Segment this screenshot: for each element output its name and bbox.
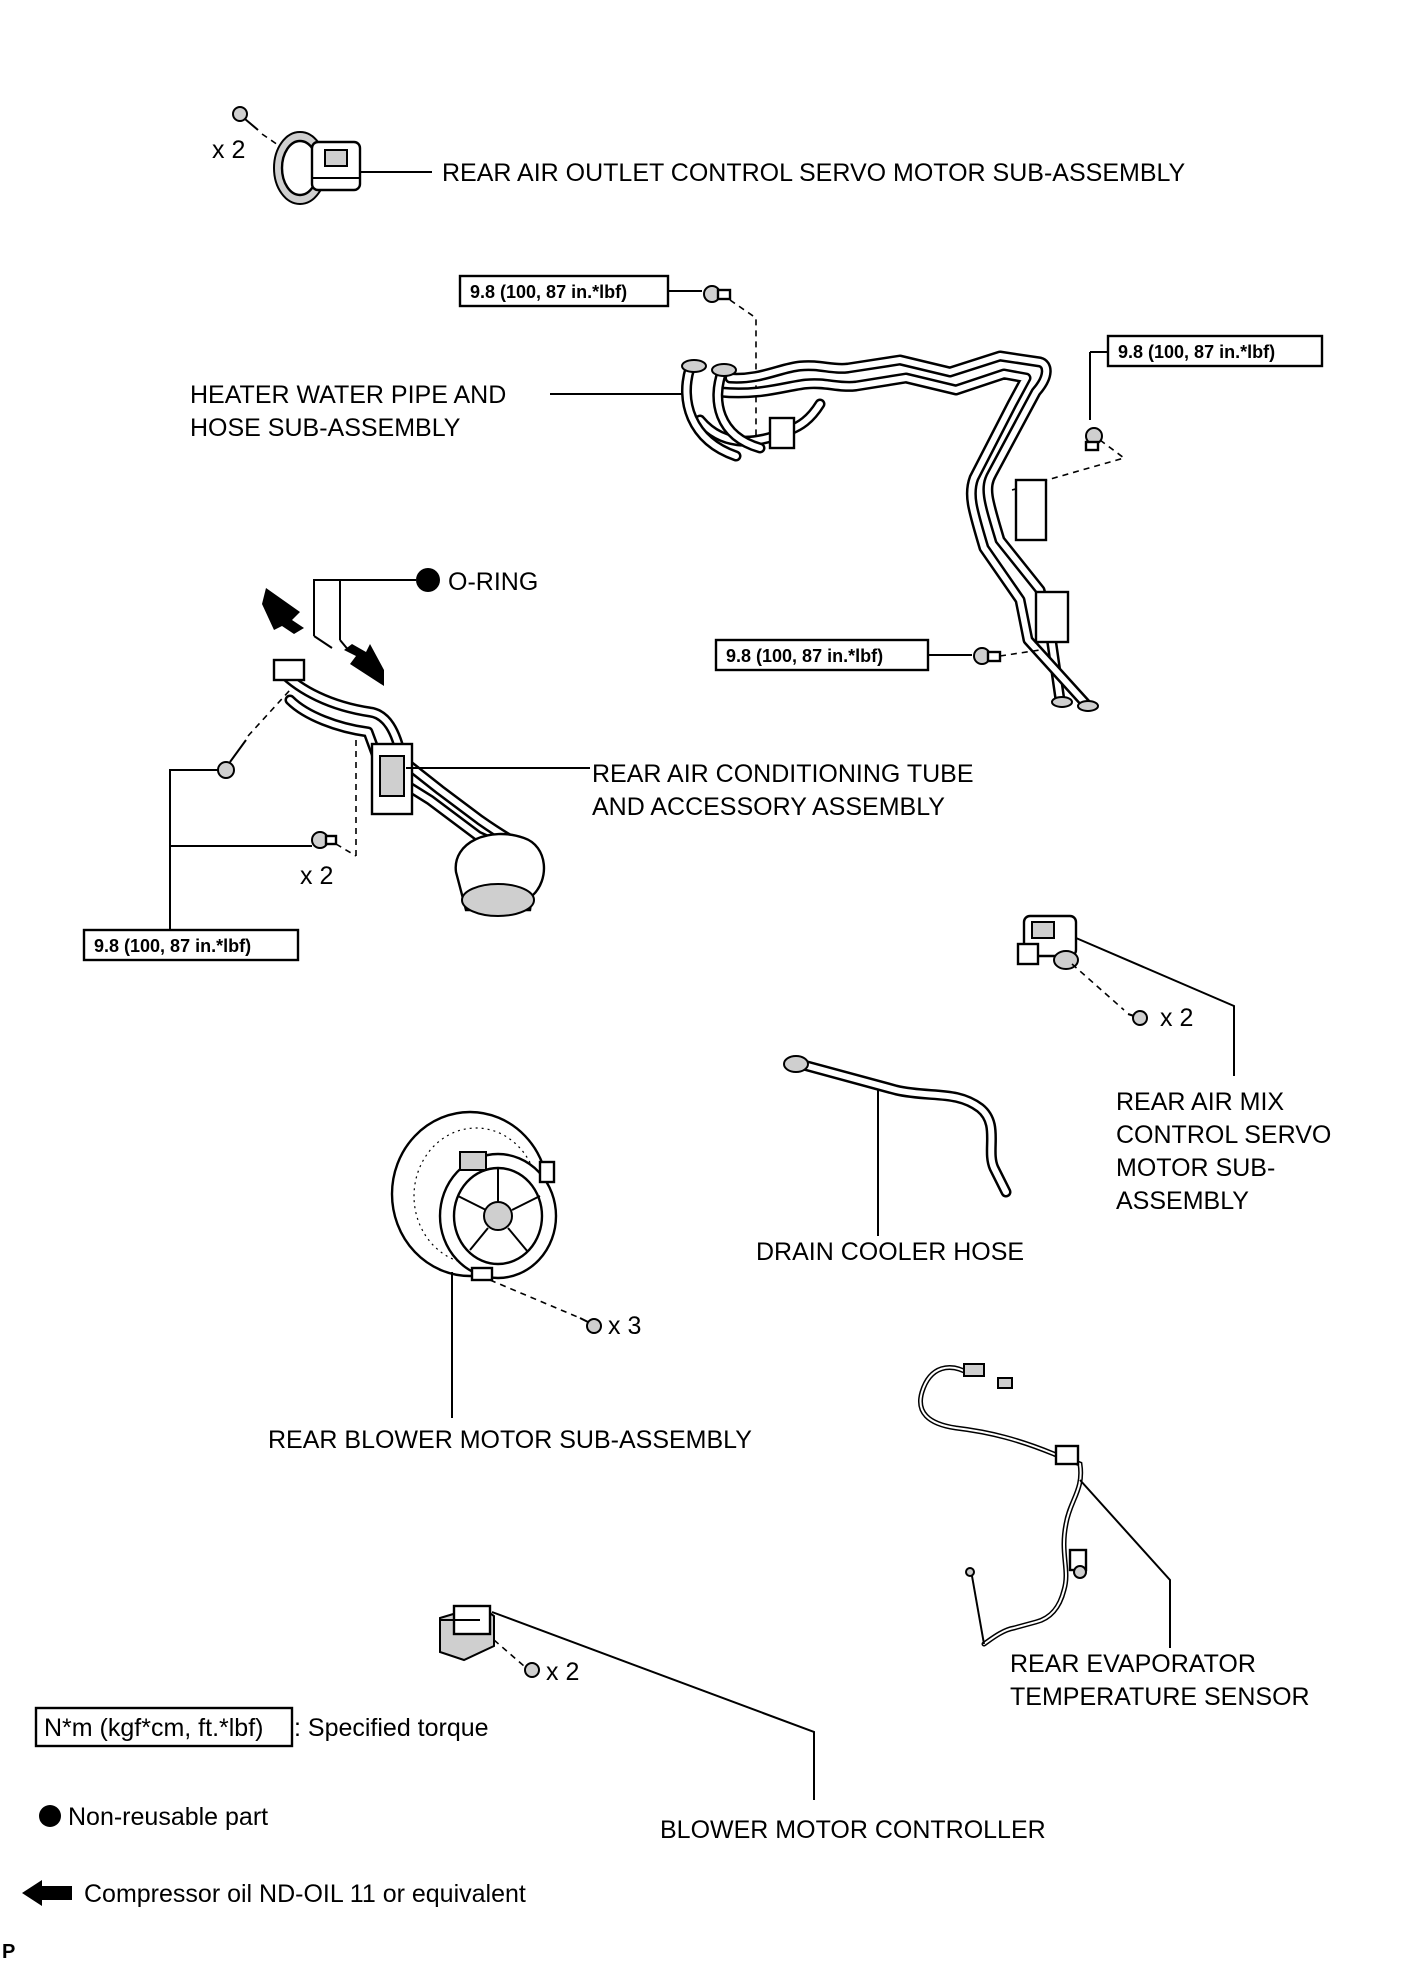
non-reusable-dot-icon [39, 1805, 61, 1827]
servo-motor-icon [1016, 914, 1079, 970]
corner-mark: P [2, 1941, 15, 1963]
svg-text:9.8 (100, 87 in.*lbf): 9.8 (100, 87 in.*lbf) [94, 936, 251, 956]
heater-pipe-icon [681, 350, 1099, 712]
svg-text:9.8 (100, 87 in.*lbf): 9.8 (100, 87 in.*lbf) [1118, 342, 1275, 362]
label-air-mix-3: MOTOR SUB- [1116, 1154, 1275, 1182]
rear-ac-tube-group: O-RING REAR AIR CONDITIONING TUBE AND AC… [82, 568, 974, 962]
nut-icon [311, 831, 338, 849]
legend: N*m (kgf*cm, ft.*lbf) : Specified torque… [22, 1706, 526, 1908]
non-reusable-dot-icon [416, 568, 440, 592]
label-air-mix-1: REAR AIR MIX [1116, 1088, 1284, 1116]
label-blower-controller: BLOWER MOTOR CONTROLLER [660, 1816, 1046, 1844]
drain-hose-icon [783, 1055, 1012, 1198]
qty-ac-tube: x 2 [300, 862, 333, 890]
ac-tube-icon [272, 658, 590, 917]
screw-icon [524, 1662, 540, 1678]
bolt-icon [217, 739, 247, 779]
label-rear-ac-tube-1: REAR AIR CONDITIONING TUBE [592, 760, 974, 788]
label-o-ring: O-RING [448, 568, 538, 596]
heater-water-pipe-group: 9.8 (100, 87 in.*lbf) 9.8 (100, 87 in.*l… [190, 274, 1324, 712]
qty-blower-motor: x 3 [608, 1312, 641, 1340]
qty-controller: x 2 [546, 1658, 579, 1686]
rear-air-outlet-servo-motor-group: x 2 REAR AIR OUTLET CONTROL SERVO MOTOR … [212, 106, 1186, 205]
label-rear-ac-tube-2: AND ACCESSORY ASSEMBLY [592, 793, 945, 821]
legend-non-reusable-text: Non-reusable part [68, 1803, 268, 1831]
oil-arrow-icon [262, 588, 304, 634]
label-rear-air-outlet-servo: REAR AIR OUTLET CONTROL SERVO MOTOR SUB-… [442, 159, 1186, 187]
torque-box-t1: 9.8 (100, 87 in.*lbf) [458, 274, 670, 308]
bolt-icon [703, 285, 732, 303]
legend-torque-box: N*m (kgf*cm, ft.*lbf) [44, 1714, 263, 1742]
qty-outlet-servo: x 2 [212, 136, 245, 164]
label-evap-sensor-2: TEMPERATURE SENSOR [1010, 1683, 1310, 1711]
label-drain-hose: DRAIN COOLER HOSE [756, 1238, 1024, 1266]
screw-icon [1127, 1010, 1148, 1026]
label-air-mix-2: CONTROL SERVO [1116, 1121, 1331, 1149]
svg-text:9.8 (100, 87 in.*lbf): 9.8 (100, 87 in.*lbf) [470, 282, 627, 302]
bolt-icon [973, 647, 1002, 665]
label-air-mix-4: ASSEMBLY [1116, 1187, 1249, 1215]
servo-motor-icon [273, 131, 362, 205]
blower-motor-icon [390, 1110, 558, 1282]
oil-arrow-icon [22, 1880, 72, 1906]
rear-air-mix-servo-group: x 2 REAR AIR MIX CONTROL SERVO MOTOR SUB… [1016, 914, 1331, 1215]
drain-hose-group: DRAIN COOLER HOSE [756, 1055, 1024, 1266]
label-heater-pipe-2: HOSE SUB-ASSEMBLY [190, 414, 461, 442]
legend-torque-desc: : Specified torque [294, 1714, 489, 1742]
legend-oil: Compressor oil ND-OIL 11 or equivalent [22, 1880, 526, 1908]
evap-sensor-group: REAR EVAPORATOR TEMPERATURE SENSOR [918, 1363, 1310, 1711]
torque-box-t3: 9.8 (100, 87 in.*lbf) [714, 638, 930, 672]
label-evap-sensor-1: REAR EVAPORATOR [1010, 1650, 1256, 1678]
qty-air-mix: x 2 [1160, 1004, 1193, 1032]
torque-box-t4: 9.8 (100, 87 in.*lbf) [82, 928, 300, 962]
label-rear-blower-motor: REAR BLOWER MOTOR SUB-ASSEMBLY [268, 1426, 752, 1454]
screw-icon [579, 1317, 602, 1334]
legend-oil-text: Compressor oil ND-OIL 11 or equivalent [84, 1880, 526, 1908]
torque-box-t2: 9.8 (100, 87 in.*lbf) [1106, 334, 1324, 368]
legend-torque: N*m (kgf*cm, ft.*lbf) : Specified torque [34, 1706, 489, 1748]
oil-arrow-icon [344, 644, 384, 686]
controller-icon [439, 1604, 495, 1662]
screw-icon [232, 106, 259, 131]
blower-controller-group: x 2 BLOWER MOTOR CONTROLLER [439, 1604, 1046, 1844]
legend-non-reusable: Non-reusable part [39, 1803, 268, 1831]
rear-blower-motor-group: x 3 REAR BLOWER MOTOR SUB-ASSEMBLY [268, 1110, 752, 1454]
bolt-icon [1084, 427, 1103, 452]
svg-text:9.8 (100, 87 in.*lbf): 9.8 (100, 87 in.*lbf) [726, 646, 883, 666]
sensor-harness-icon [918, 1363, 1088, 1647]
label-heater-pipe-1: HEATER WATER PIPE AND [190, 381, 506, 409]
